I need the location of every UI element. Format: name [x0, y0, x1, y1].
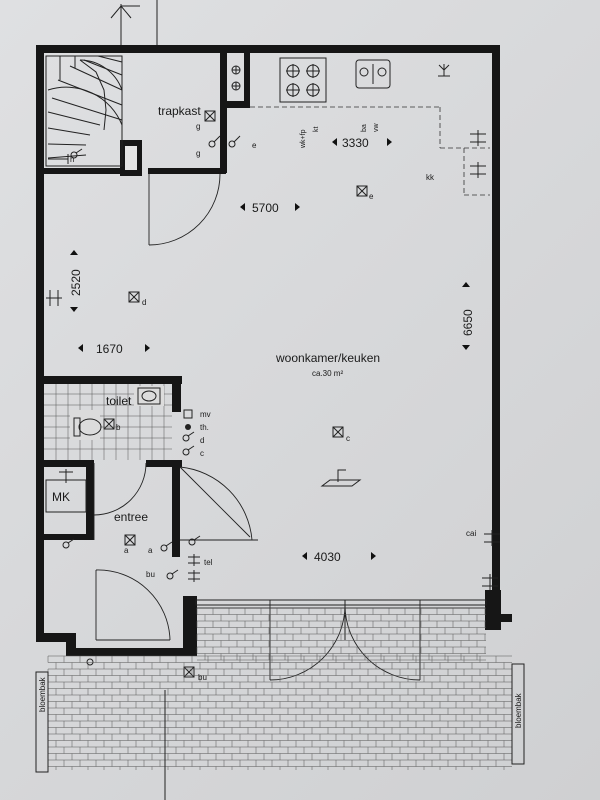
- label-g2: g: [196, 149, 200, 158]
- label-kt: kt: [313, 127, 320, 133]
- dim-2520: 2520: [69, 269, 83, 296]
- label-woonkamer: woonkamer/keuken: [275, 351, 380, 365]
- drain-icon: [320, 469, 362, 487]
- hob-icon: [279, 57, 327, 103]
- entree-switch-icons: [86, 409, 201, 666]
- label-cai: cai: [466, 529, 476, 538]
- label-mv: mv: [200, 410, 211, 419]
- entree-doors: [95, 466, 258, 641]
- dim-5700: 5700: [252, 201, 279, 215]
- dim-1670: 1670: [96, 342, 123, 356]
- label-c1: c: [200, 449, 204, 458]
- toilet-bowl-icon: [70, 410, 102, 440]
- wall-outlet-icons: [46, 64, 500, 590]
- label-h: h: [70, 155, 74, 164]
- label-ba: ba: [361, 124, 368, 132]
- label-e2: e: [369, 192, 374, 201]
- label-g1: g: [196, 122, 200, 131]
- toilet-room: [44, 376, 182, 557]
- switch-icons: [70, 110, 241, 159]
- kitchen-counter: [250, 106, 490, 196]
- dim-4030: 4030: [314, 550, 341, 564]
- sink-icon: [355, 59, 391, 89]
- label-bloembak-left: bloembak: [38, 676, 47, 712]
- label-bloembak-right: bloembak: [514, 692, 523, 728]
- label-vw: vw: [373, 123, 380, 133]
- outer-walls: [36, 45, 512, 656]
- label-e1: e: [252, 141, 257, 150]
- label-c2: c: [346, 434, 350, 443]
- symbol-labels: bloembak bloembak kk cai tel mv th. bu b…: [38, 122, 523, 728]
- ceiling-light-icons: [103, 185, 368, 678]
- terrace-paving: [47, 607, 512, 770]
- label-a1: a: [148, 546, 153, 555]
- label-a2: a: [124, 546, 129, 555]
- toilet-tiles: [44, 384, 172, 460]
- stairs: [45, 55, 123, 167]
- trapkast-door: [148, 173, 221, 246]
- label-d1: d: [200, 436, 204, 445]
- dim-3330: 3330: [342, 136, 369, 150]
- label-th: th.: [200, 423, 209, 432]
- meter-cupboard: [45, 469, 87, 549]
- label-mk: MK: [52, 490, 70, 504]
- label-bu-inner: bu: [146, 570, 155, 579]
- label-tel: tel: [204, 558, 213, 567]
- room-labels: trapkast woonkamer/keuken ca.30 m² toile…: [52, 104, 380, 524]
- dimension-labels: 5700 3330 2520 1670 6650 4030: [69, 136, 475, 564]
- label-woonkamer-area: ca.30 m²: [312, 369, 343, 378]
- dimension-arrows: [70, 138, 470, 560]
- stair-walls: [44, 53, 250, 176]
- planters: [35, 663, 525, 773]
- label-entree: entree: [114, 510, 148, 524]
- label-trapkast: trapkast: [158, 104, 201, 118]
- north-arrow: [110, 0, 158, 45]
- label-wk-fp: wk+fp: [300, 129, 307, 149]
- washbasin-icon: [134, 386, 164, 406]
- label-d2: d: [142, 298, 146, 307]
- label-bu-outer: bu: [198, 673, 207, 682]
- label-toilet: toilet: [106, 394, 132, 408]
- toilet-door: [93, 462, 147, 540]
- label-kk: kk: [426, 173, 435, 182]
- dim-6650: 6650: [461, 309, 475, 336]
- label-b: b: [116, 423, 121, 432]
